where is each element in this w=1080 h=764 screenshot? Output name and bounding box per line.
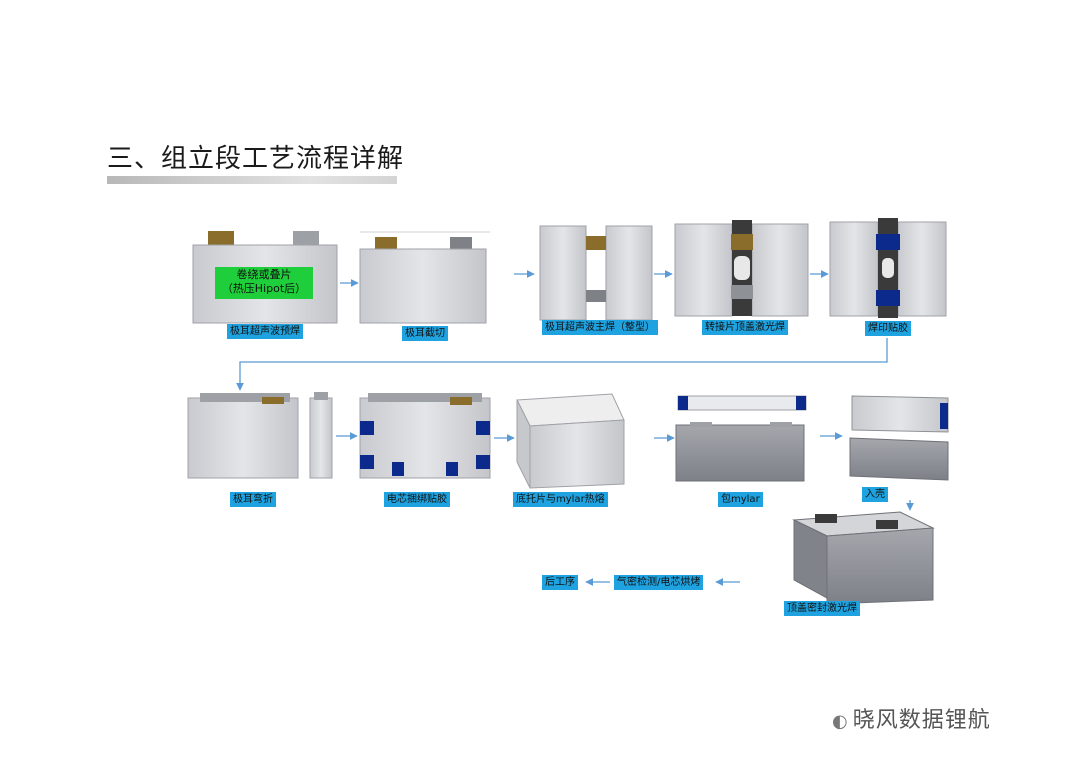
winding-stacking-box: 卷绕或叠片 （热压Hipot后） <box>215 267 313 299</box>
cell-image-4 <box>674 220 809 317</box>
wechat-icon: ◐ <box>832 711 849 732</box>
step-label-4: 转接片顶盖激光焊 <box>702 320 788 335</box>
step-label-10: 入壳 <box>862 487 888 502</box>
step-label-3: 极耳超声波主焊（整型） <box>542 320 658 335</box>
step-label-7: 电芯捆绑贴胶 <box>384 492 450 507</box>
step-label-12: 气密检测/电芯烘烤 <box>614 575 704 590</box>
cell-image-10 <box>849 395 949 481</box>
cell-image-7 <box>359 393 491 479</box>
green-box-line-1: 卷绕或叠片 <box>236 268 292 281</box>
step-label-1: 极耳超声波预焊 <box>227 324 303 339</box>
watermark-text: 晓风数据锂航 <box>852 708 991 733</box>
watermark: ◐晓风数据锂航 <box>832 702 991 734</box>
cell-image-6 <box>187 392 333 479</box>
step-label-8: 底托片与mylar热熔 <box>513 492 608 507</box>
flow-arrows <box>236 270 914 586</box>
page-title: 三、组立段工艺流程详解 <box>107 144 405 174</box>
cell-image-9 <box>675 395 807 482</box>
step-label-6: 极耳弯折 <box>230 492 276 507</box>
cell-image-2 <box>359 231 490 324</box>
cell-image-5 <box>829 218 947 318</box>
cell-image-11 <box>792 511 935 605</box>
cell-image-3 <box>539 225 653 321</box>
title-underline <box>107 176 397 184</box>
step-label-9: 包mylar <box>718 492 763 507</box>
green-box-line-2: （热压Hipot后） <box>221 282 307 295</box>
cell-image-8 <box>516 393 625 489</box>
step-label-5: 焊印贴胶 <box>865 321 911 336</box>
step-label-2: 极耳截切 <box>402 326 448 341</box>
step-label-11: 顶盖密封激光焊 <box>784 601 860 616</box>
step-label-13: 后工序 <box>542 575 578 590</box>
